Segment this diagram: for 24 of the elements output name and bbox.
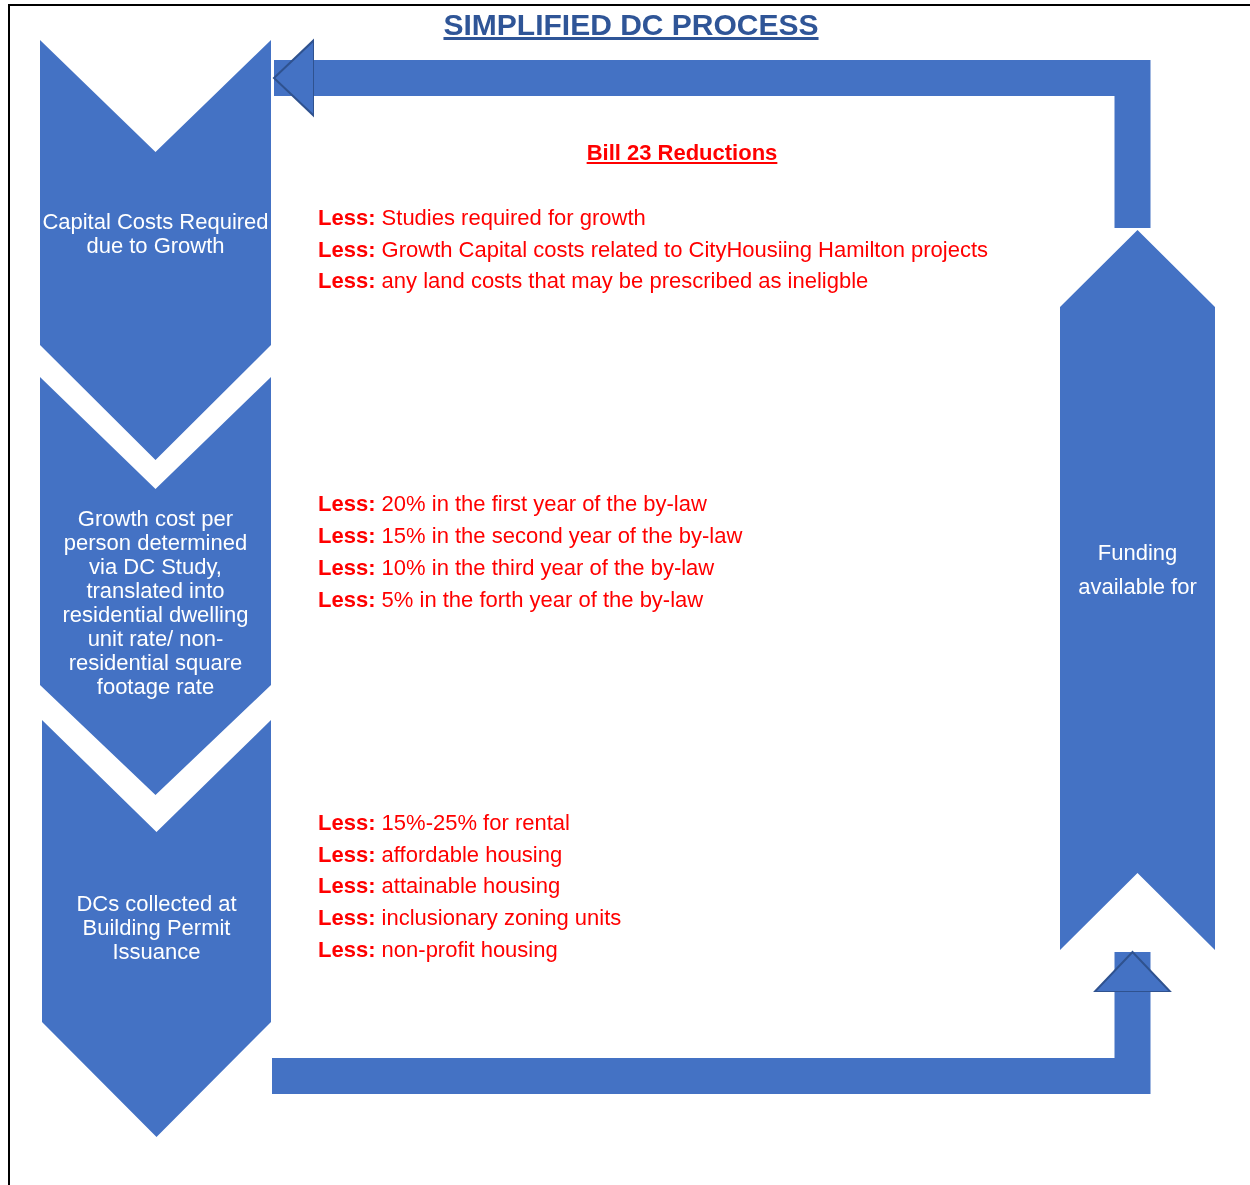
chevron-shape xyxy=(42,720,271,1137)
diagram-title: SIMPLIFIED DC PROCESS xyxy=(443,8,819,42)
reduction-note: Less: 20% in the first year of the by-law xyxy=(318,491,707,517)
chevron-shape xyxy=(40,377,271,795)
reduction-note: Less: Studies required for growth xyxy=(318,205,646,231)
step-text: DCs collected at Building Permit Issuance xyxy=(75,892,238,964)
reduction-note: Less: non-profit housing xyxy=(318,937,558,963)
reduction-note: Less: affordable housing xyxy=(318,842,563,868)
chevron-shape xyxy=(40,40,271,460)
reduction-note: Less: any land costs that may be prescribed as ineligble xyxy=(318,268,869,294)
step-text: Capital Costs Required due to Growth xyxy=(41,210,270,258)
reduction-note: Less: 10% in the third year of the by-law xyxy=(318,555,715,581)
reduction-note: Less: Growth Capital costs related to CityHousiing Hamilton projects xyxy=(318,237,989,263)
reduction-note: Less: 5% in the forth year of the by-law xyxy=(318,587,704,613)
reduction-note: Less: inclusionary zoning units xyxy=(318,905,622,931)
step-text: Growth cost per person determined via DC Study, translated into residential dwelling unit rate/ non-residential square footage rate xyxy=(61,507,250,699)
section-heading: Bill 23 Reductions xyxy=(586,140,778,166)
reduction-note: Less: attainable housing xyxy=(318,873,561,899)
step-text: Funding available for xyxy=(1077,539,1198,601)
reduction-note: Less: 15% in the second year of the by-law xyxy=(318,523,743,549)
reduction-note: Less: 15%-25% for rental xyxy=(318,810,570,836)
bent-arrow xyxy=(273,39,1151,228)
chevron-shape xyxy=(1060,230,1215,950)
bent-arrow xyxy=(272,951,1172,1094)
